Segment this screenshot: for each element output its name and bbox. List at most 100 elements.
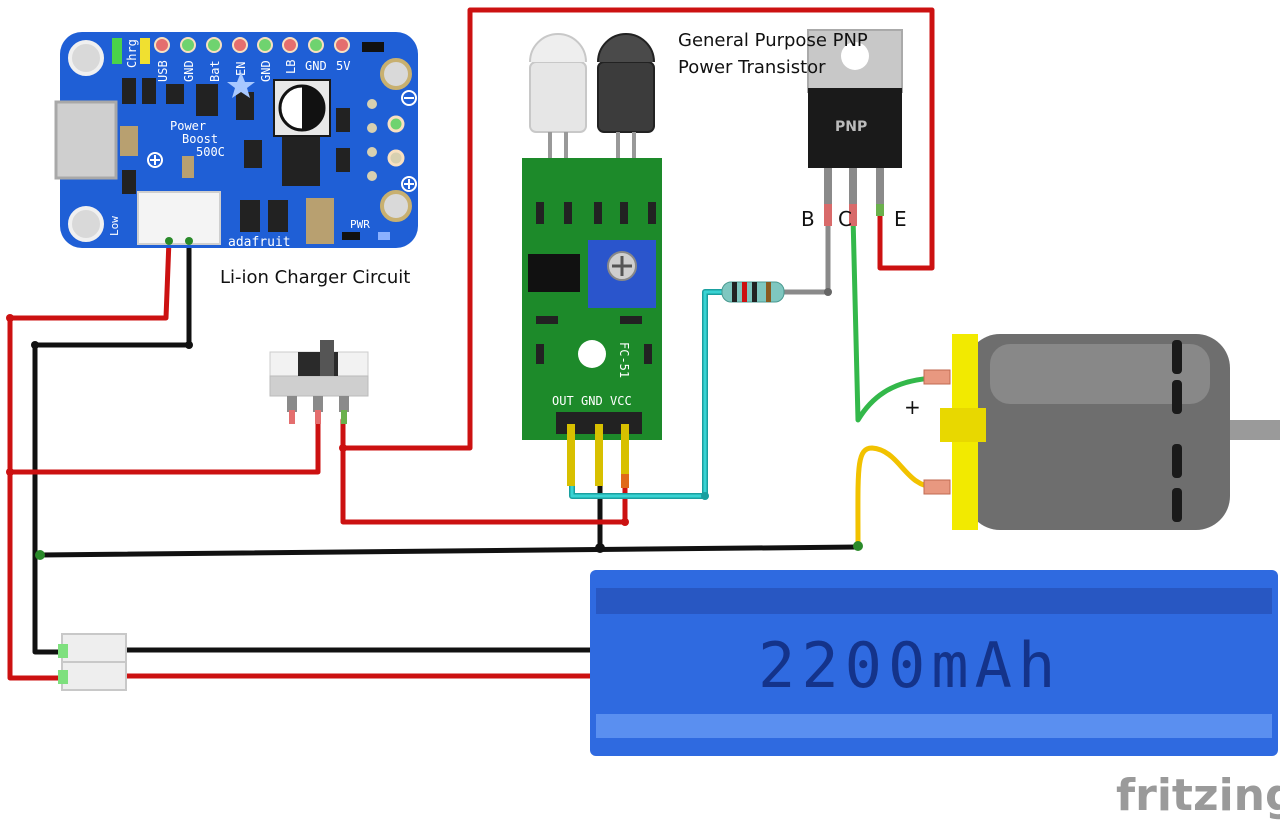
header-pin-tip bbox=[621, 474, 629, 488]
side-pin bbox=[367, 123, 377, 133]
board-name-line2: Boost bbox=[182, 132, 218, 146]
wire-yellow-motor-to-ground bbox=[855, 445, 938, 548]
ir-receiver-led bbox=[597, 33, 655, 160]
junction-dot bbox=[31, 341, 39, 349]
resistor-band bbox=[766, 282, 771, 302]
ic-chip bbox=[166, 84, 184, 104]
motor-terminal bbox=[923, 479, 951, 495]
smd bbox=[648, 202, 656, 224]
smd bbox=[620, 316, 642, 324]
motor-shaft bbox=[1228, 420, 1280, 440]
pnp-transistor: PNP bbox=[807, 29, 903, 226]
fritzing-watermark: fritzing bbox=[1116, 770, 1280, 821]
pin-pad bbox=[282, 37, 298, 53]
smd bbox=[536, 316, 558, 324]
transistor-leg-tip bbox=[824, 204, 832, 226]
transistor-body bbox=[808, 88, 902, 168]
jst-connector bbox=[137, 191, 221, 245]
pin-pad bbox=[180, 37, 196, 53]
sensor-mount-hole bbox=[578, 340, 606, 368]
motor-slot bbox=[1172, 340, 1182, 374]
side-pin bbox=[367, 171, 377, 181]
battery-jst bbox=[58, 633, 127, 691]
charger-top-pins bbox=[154, 37, 350, 53]
side-pin bbox=[387, 115, 405, 133]
junction-dot bbox=[185, 341, 193, 349]
resistor bbox=[721, 281, 785, 303]
sensor-pin-out: OUT bbox=[552, 394, 574, 408]
small-part bbox=[362, 42, 384, 52]
pin-label-bat: Bat bbox=[208, 60, 222, 82]
pin-label-en: EN bbox=[234, 62, 248, 76]
pin-pad bbox=[232, 37, 248, 53]
transistor-label-line2: Power Transistor bbox=[678, 57, 826, 78]
pwr-led bbox=[378, 232, 390, 240]
jst-pin bbox=[185, 237, 193, 245]
header-pin bbox=[567, 424, 575, 486]
smd bbox=[620, 202, 628, 224]
sensor-pin-gnd: GND bbox=[581, 394, 603, 408]
wire-red-switch-to-top bbox=[340, 7, 935, 451]
ic-chip bbox=[122, 78, 136, 104]
junction-dot bbox=[595, 543, 605, 553]
side-pin bbox=[367, 99, 377, 109]
pin-pad bbox=[334, 37, 350, 53]
pin-label-gnd-1: GND bbox=[182, 60, 196, 82]
jst-contact bbox=[58, 670, 68, 684]
ic-chip bbox=[142, 78, 156, 104]
transistor-leg bbox=[849, 168, 857, 216]
ic-chip bbox=[236, 92, 254, 120]
resistor-band bbox=[732, 282, 737, 302]
pin-label-lb: LB bbox=[284, 60, 298, 74]
smd bbox=[536, 202, 544, 224]
battery-bottom-stripe bbox=[596, 714, 1272, 738]
sensor-pin-vcc: VCC bbox=[610, 394, 632, 408]
mount-hole bbox=[380, 190, 412, 222]
pin-label-5v: 5V bbox=[336, 59, 350, 73]
switch-pin-tip bbox=[341, 410, 347, 424]
resistor-band bbox=[752, 282, 757, 302]
switch-pin bbox=[339, 396, 349, 412]
board-low-label: Low bbox=[108, 216, 121, 236]
ic-chip bbox=[336, 148, 350, 172]
switch-pin-tip bbox=[289, 410, 295, 424]
ic-chip bbox=[122, 170, 136, 194]
jst-pin bbox=[165, 237, 173, 245]
switch-pin-tip bbox=[315, 410, 321, 424]
smd bbox=[644, 344, 652, 364]
header-pin bbox=[595, 424, 603, 486]
sensor-model-label: FC-51 bbox=[617, 342, 631, 378]
motor-slot bbox=[1172, 444, 1182, 478]
usb-connector bbox=[54, 100, 118, 180]
junction-dot bbox=[35, 550, 45, 560]
slide-switch bbox=[269, 340, 369, 424]
motor-can-highlight bbox=[990, 344, 1210, 404]
ic-chip bbox=[336, 108, 350, 132]
capacitor bbox=[182, 156, 194, 178]
plus-icon bbox=[401, 176, 417, 192]
battery-body bbox=[590, 570, 1278, 756]
wire-green-collector-to-motor bbox=[850, 213, 938, 423]
star-icon bbox=[227, 72, 255, 98]
battery: 2200mAh bbox=[590, 570, 1278, 756]
jst-contact bbox=[58, 644, 68, 658]
mount-hole bbox=[68, 40, 104, 76]
capacitor bbox=[120, 126, 138, 156]
mount-hole bbox=[68, 206, 104, 242]
pin-pad bbox=[257, 37, 273, 53]
ir-sensor-module: FC-51 OUT GND VCC bbox=[522, 33, 662, 488]
motor-plus-label: + bbox=[904, 395, 921, 419]
transistor-leg bbox=[876, 168, 884, 216]
smd bbox=[536, 344, 544, 364]
smd bbox=[564, 202, 572, 224]
ir-emitter-led bbox=[529, 33, 587, 160]
switch-pin bbox=[287, 396, 297, 412]
junction-dot bbox=[621, 518, 629, 526]
ic-chip bbox=[240, 200, 260, 232]
motor-slot bbox=[1172, 380, 1182, 414]
wire-black-ground-bus bbox=[37, 544, 861, 558]
small-part bbox=[342, 232, 360, 240]
ic-chip bbox=[282, 136, 320, 186]
resistor-band bbox=[742, 282, 747, 302]
side-pin bbox=[387, 149, 405, 167]
